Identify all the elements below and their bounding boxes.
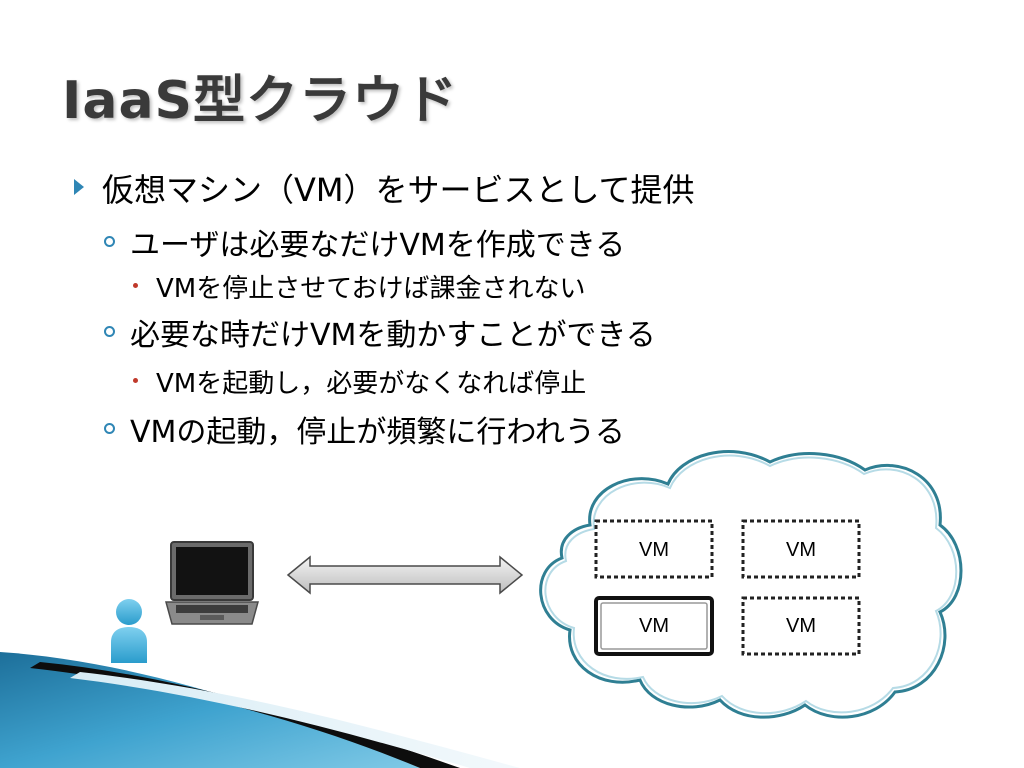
circle-bullet-icon [104,236,115,247]
vm-box: VM [741,596,861,656]
bullet-level3: VMを起動し，必要がなくなれば停止 [156,369,587,399]
vm-label: VM [639,615,669,637]
bullet-level2: ユーザは必要なだけVMを作成できる [130,228,626,263]
vm-box: VM [741,519,861,579]
laptop-icon [165,541,259,625]
dot-bullet-icon [133,283,138,288]
cloud-icon [539,449,963,719]
circle-bullet-icon [104,423,115,434]
slide-title: IaaS型クラウド [62,71,458,131]
vm-label: VM [786,615,816,637]
vm-label: VM [786,539,816,561]
bullet-level2: VMの起動，停止が頻繁に行われうる [130,415,625,450]
dot-bullet-icon [133,378,138,383]
user-icon [111,599,147,663]
bullet-level1: 仮想マシン（VM）をサービスとして提供 [102,171,695,209]
circle-bullet-icon [104,326,115,337]
vm-label: VM [639,539,669,561]
triangle-bullet-icon [74,179,84,195]
vm-box: VM [594,519,714,579]
bullet-level3: VMを停止させておけば課金されない [156,274,586,304]
double-arrow-icon [286,555,524,595]
corner-swoosh-decoration [0,652,520,768]
bullet-level2: 必要な時だけVMを動かすことができる [130,318,656,353]
vm-box-running: VM [594,596,714,656]
